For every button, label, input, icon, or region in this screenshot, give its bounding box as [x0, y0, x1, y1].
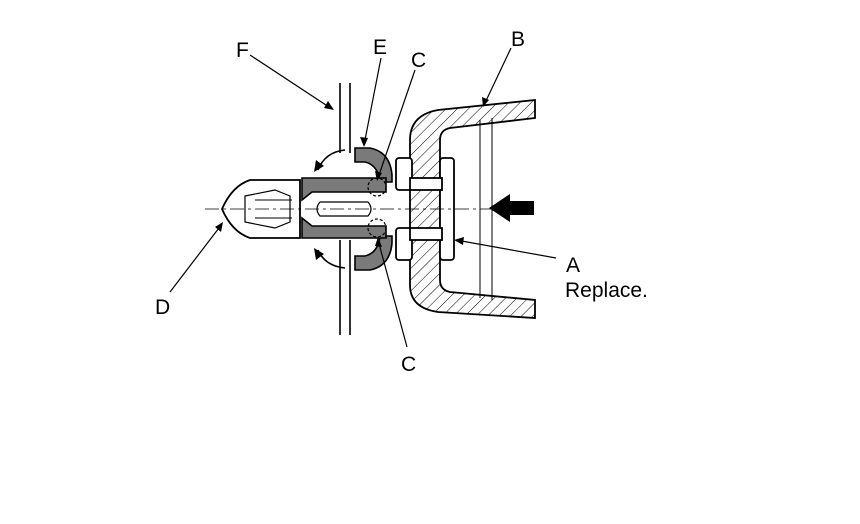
curved-arrow-icon	[314, 160, 324, 172]
detail-circle-c-bottom	[367, 218, 387, 238]
label-c-top: C	[411, 49, 426, 72]
label-f: F	[236, 39, 249, 62]
curved-arrow-icon	[314, 248, 324, 260]
arrow-left-icon	[489, 194, 534, 222]
seal-e	[301, 147, 393, 271]
label-e: E	[373, 36, 387, 59]
clip-a	[395, 157, 455, 261]
leader-lines	[169, 47, 557, 348]
leader-arrowheads	[215, 97, 489, 247]
label-c-bottom: C	[401, 353, 416, 376]
label-d: D	[155, 296, 170, 319]
panel-f	[339, 83, 351, 335]
label-a-note: Replace.	[565, 279, 648, 302]
label-a: A	[566, 254, 580, 277]
label-b: B	[511, 28, 525, 51]
